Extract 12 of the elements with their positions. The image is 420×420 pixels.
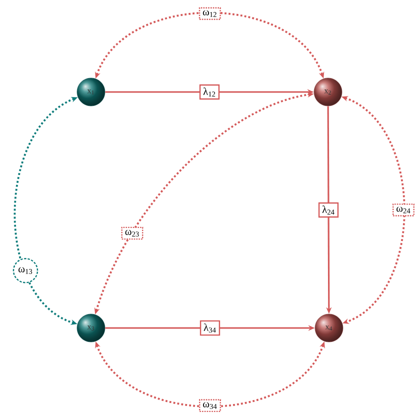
node-label: x$_{4}$: [325, 326, 332, 330]
edge-label: ω$_{34}$: [199, 399, 221, 412]
edge-label: λ$_{34}$: [200, 320, 220, 336]
node-label: x$_{2}$: [324, 90, 331, 94]
edge-label: λ$_{12}$: [199, 84, 220, 100]
edge-label: ω$_{24}$: [392, 204, 414, 216]
edge-label: ω$_{23}$: [121, 226, 144, 240]
edge-label: λ$_{24}$: [318, 202, 339, 218]
node-label: x$_{3}$: [87, 326, 94, 330]
edge-label: ω$_{12}$: [198, 7, 221, 20]
node-label: x$_{1}$: [87, 90, 94, 94]
edge-label: ω$_{13}$: [12, 258, 38, 284]
